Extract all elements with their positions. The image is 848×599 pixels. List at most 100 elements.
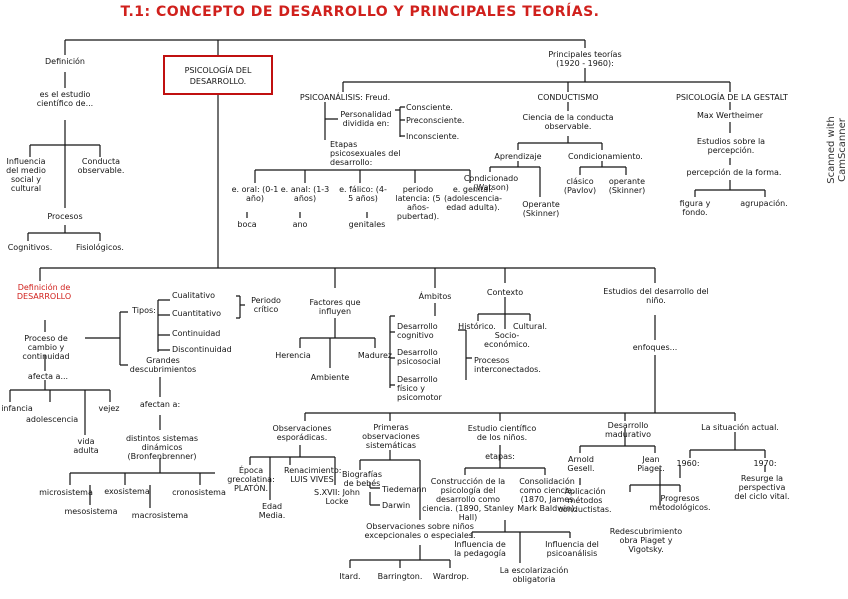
- primeras-node: Primeras observaciones sistemáticas: [362, 423, 420, 450]
- epoca-node: Época grecolatina: PLATÓN.: [227, 466, 275, 493]
- agrupacion-node: agrupación.: [740, 199, 788, 208]
- teorias-head: Principales teorías: [548, 50, 622, 59]
- falico-stage: e. fálico: (4-5 años): [339, 185, 387, 203]
- gesell-node: Arnold Gesell.: [567, 455, 595, 473]
- proceso-node: Proceso de cambio y continuidad: [22, 334, 70, 361]
- tipos-node: Tipos:: [132, 306, 156, 315]
- ambiente-node: Ambiente: [310, 373, 350, 382]
- oral-stage: e. oral: (0-1 año): [231, 185, 279, 203]
- contexto-head: Contexto: [486, 288, 524, 297]
- cualitativo-node: Cualitativo: [172, 291, 216, 300]
- cuantitativo-node: Cuantitativo: [172, 309, 222, 318]
- definicion-text: es el estudio científico de...: [36, 90, 94, 108]
- construccion-node: Construcción de la psicología del desarr…: [422, 477, 514, 522]
- afecta-node: afecta a...: [27, 372, 69, 381]
- psicoanalistas-node: Influencia del psicoanálisis: [545, 540, 599, 558]
- right-margin: [796, 0, 848, 599]
- ano-node: ano: [292, 220, 308, 229]
- procesos-node: Procesos: [47, 212, 83, 221]
- tiedemann-node: Tiedemann: [382, 485, 427, 494]
- gestalt-autor: Max Wertheimer: [696, 111, 764, 120]
- cientifico-node: Estudio científico de los niños.: [467, 424, 537, 442]
- wardrop-node: Wardrop.: [432, 572, 470, 581]
- fisico-node: Desarrollo físico y psicomotor: [397, 375, 442, 402]
- vejez-node: vejez: [98, 404, 120, 413]
- operante-node: operante (Skinner): [608, 177, 646, 195]
- def-desarrollo-head: Definición de DESARROLLO: [16, 283, 72, 301]
- condicionamiento-node: Condicionamiento.: [568, 152, 643, 161]
- personalidad-node: Personalidad dividida en:: [340, 110, 392, 128]
- continuidad-node: Continuidad: [172, 329, 221, 338]
- piaget-node: Jean Piaget.: [637, 455, 665, 473]
- progresos-node: Progresos metodológicos.: [649, 494, 711, 512]
- influencia-node: Influencia del medio social y cultural: [6, 157, 46, 193]
- etapas-node: etapas:: [485, 452, 515, 461]
- factores-head: Factores que influyen: [309, 298, 361, 316]
- exosistema-node: exosistema: [104, 487, 150, 496]
- definicion-head: Definición: [45, 57, 85, 66]
- cognitivo-node: Desarrollo cognitivo: [397, 322, 438, 340]
- aprendizaje-node: Aprendizaje: [494, 152, 542, 161]
- vida-adulta-node: vida adulta: [73, 437, 99, 455]
- etapas-node: Etapas psicosexuales del desarrollo:: [330, 140, 401, 167]
- latencia-stage: periodo latencia: (5 años-pubertad).: [395, 185, 441, 221]
- gestalt-percepcion: percepción de la forma.: [686, 168, 782, 177]
- microsistema-node: microsistema: [39, 488, 93, 497]
- cultural-node: Cultural.: [512, 322, 548, 331]
- gestalt-head: PSICOLOGÍA DE LA GESTALT: [676, 93, 788, 102]
- page-title: T.1: CONCEPTO DE DESARROLLO Y PRINCIPALE…: [120, 4, 600, 20]
- actual-node: La situación actual.: [701, 423, 779, 432]
- operante-skinner-node: Operante (Skinner): [522, 200, 560, 218]
- condicionado-node: Condicionado (Watson): [463, 174, 519, 192]
- genital-stage: e. genital: (adolescencia-edad adulta).: [443, 185, 503, 212]
- estudios-head: Estudios del desarrollo del niño.: [603, 287, 709, 305]
- conducta-node: Conducta observable.: [77, 157, 125, 175]
- procesos-interconectados: Procesos interconectados.: [474, 356, 541, 374]
- itard-node: Itard.: [339, 572, 361, 581]
- fisiologicos-node: Fisiológicos.: [76, 243, 124, 252]
- herencia-node: Herencia: [275, 351, 311, 360]
- renacimiento-node: Renacimiento: LUIS VIVES: [284, 466, 342, 484]
- sxvii-node: S.XVII: John Locke: [314, 488, 360, 506]
- redescubrimiento-node: Redescubrimiento obra Piaget y Vigotsky.: [609, 527, 683, 554]
- maduracion-node: Desarrollo madurativo: [604, 421, 652, 439]
- genitales-node: genitales: [348, 220, 386, 229]
- mesosistema-node: mesosistema: [64, 507, 118, 516]
- watermark: Scanned with CamScanner: [826, 116, 848, 184]
- cognitivos-node: Cognitivos.: [7, 243, 53, 252]
- grandes-node: Grandes descubrimientos: [129, 356, 197, 374]
- central-concept-box: PSICOLOGÍA DEL DESARROLLO.: [163, 55, 273, 95]
- year-1960: 1960:: [676, 459, 700, 468]
- ambitos-head: Ámbitos: [418, 292, 452, 301]
- escolarizacion-node: La escolarización obligatoria: [499, 566, 569, 584]
- enfoques-node: enfoques...: [632, 343, 678, 352]
- madurez-node: Madurez: [357, 351, 393, 360]
- darwin-node: Darwin: [382, 501, 411, 510]
- inconsciente-node: Inconsciente.: [406, 132, 460, 141]
- pedagogia-node: Influencia de la pedagogía: [454, 540, 506, 558]
- discontinuidad-node: Discontinuidad: [172, 345, 232, 354]
- clasico-node: clásico (Pavlov): [563, 177, 597, 195]
- infancia-node: infancia: [1, 404, 33, 413]
- historico-node: Histórico.: [458, 322, 496, 331]
- conductismo-def: Ciencia de la conducta observable.: [522, 113, 614, 131]
- resurge-node: Resurge la perspectiva del ciclo vital.: [734, 474, 790, 501]
- psicosocial-node: Desarrollo psicosocial: [397, 348, 441, 366]
- aplicacion-node: Aplicación métodos conductistas.: [558, 487, 612, 514]
- afectan-node: afectan a:: [139, 400, 181, 409]
- year-1970: 1970:: [753, 459, 777, 468]
- periodo-critico-node: Periodo crítico: [251, 296, 281, 314]
- macrosistema-node: macrosistema: [131, 511, 189, 520]
- consolidacion-node: Consolidación como ciencia. (1870, James…: [517, 477, 577, 513]
- cronosistema-node: cronosistema: [172, 488, 226, 497]
- gestalt-estudios: Estudios sobre la percepción.: [696, 137, 766, 155]
- obs-ninos-node: Observaciones sobre niños excepcionales …: [364, 522, 476, 540]
- adolescencia-node: adolescencia: [26, 415, 79, 424]
- anal-stage: e. anal: (1-3 años): [280, 185, 330, 203]
- consciente-node: Consciente.: [406, 103, 453, 112]
- figura-node: figura y fondo.: [679, 199, 711, 217]
- sistemas-node: distintos sistemas dinámicos (Bronfenbre…: [125, 434, 199, 461]
- observaciones-node: Observaciones esporádicas.: [272, 424, 332, 442]
- psicoanalisis-head: PSICOANÁLISIS: Freud.: [299, 93, 391, 102]
